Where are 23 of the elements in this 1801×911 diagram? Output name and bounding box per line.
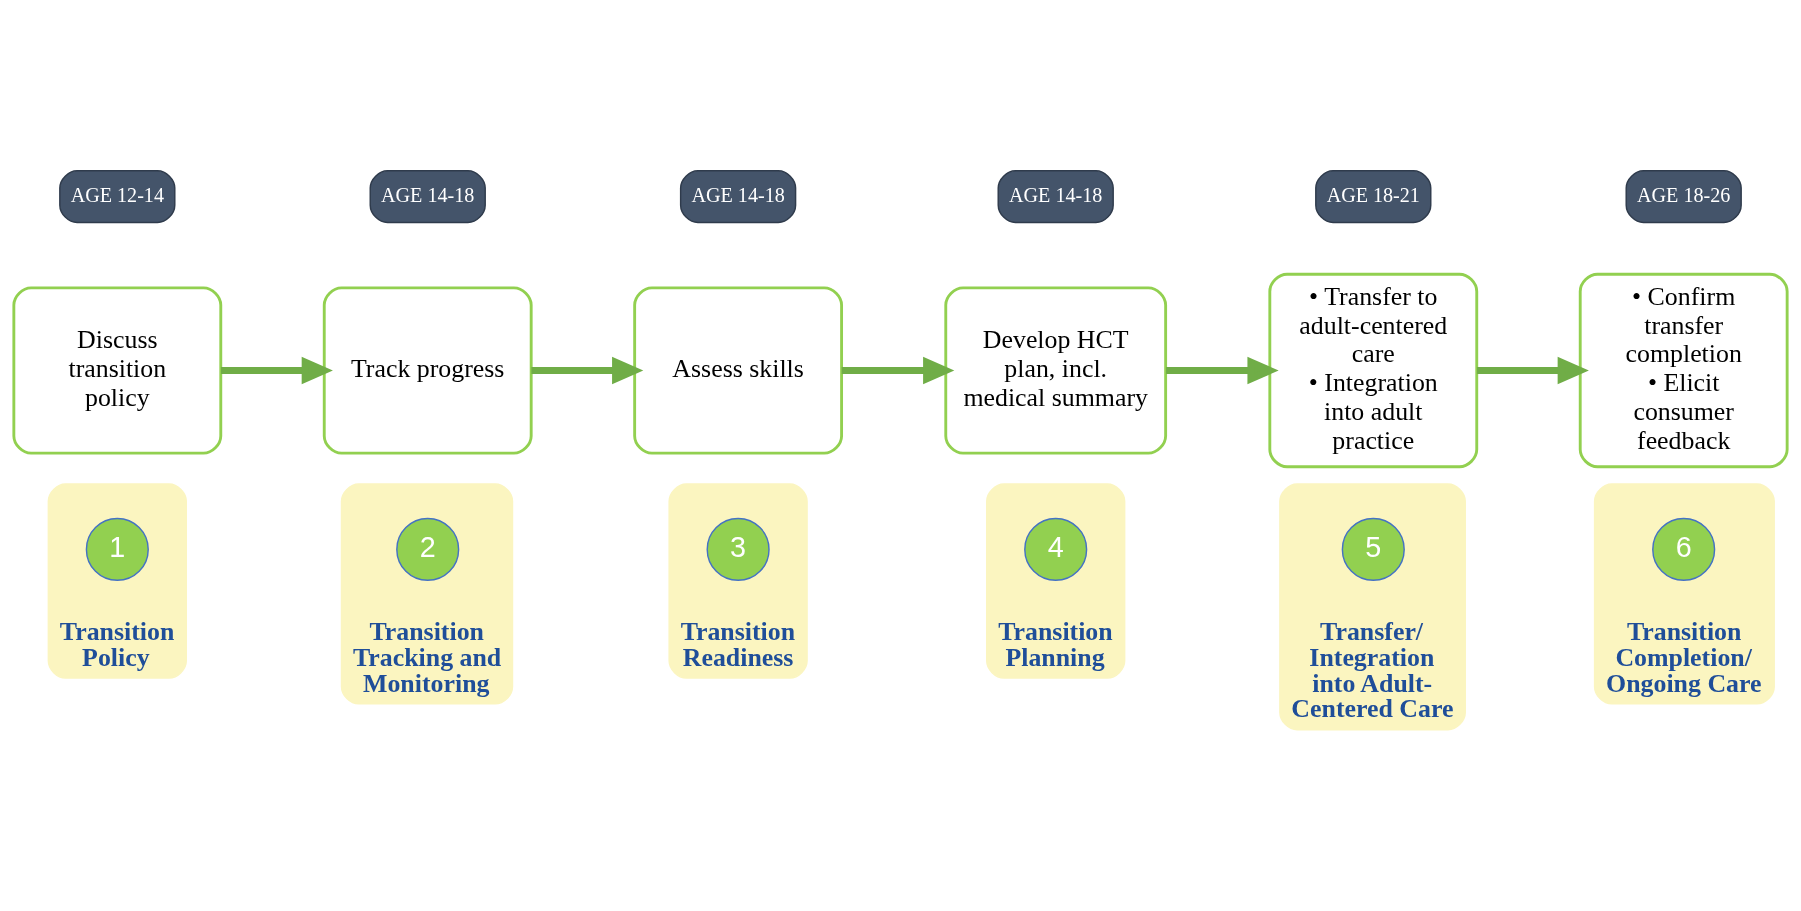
node-box: AGE 12-14 xyxy=(59,169,176,223)
node-box: AGE 14-18 xyxy=(997,169,1114,223)
node-box: AGE 18-21 xyxy=(1315,169,1432,223)
node-box: • Confirm transfer completion • Elicit consumer feedback xyxy=(1578,272,1789,468)
arrow xyxy=(841,356,955,384)
node-circle: 5 xyxy=(1341,517,1405,581)
node-circle: 3 xyxy=(706,517,770,581)
node-box: AGE 14-18 xyxy=(369,169,486,223)
node-circle: 6 xyxy=(1652,517,1716,581)
arrow xyxy=(1166,356,1279,384)
node-circle: 1 xyxy=(85,517,149,581)
arrow xyxy=(531,356,644,384)
node-circle: 2 xyxy=(396,517,460,581)
node-box: Discuss transition policy xyxy=(12,285,223,455)
node-box: Develop HCT plan, incl. medical summary xyxy=(944,285,1168,455)
arrow xyxy=(221,356,333,384)
node-box: Assess skills xyxy=(633,285,843,455)
node-circle: 4 xyxy=(1024,517,1088,581)
arrow xyxy=(1476,356,1589,384)
node-box: • Transfer to adult-centered care • Integration into adult practice xyxy=(1268,272,1479,468)
node-box: AGE 18-26 xyxy=(1625,169,1742,223)
node-box: Track progress xyxy=(322,285,533,455)
node-box: AGE 14-18 xyxy=(679,169,797,223)
